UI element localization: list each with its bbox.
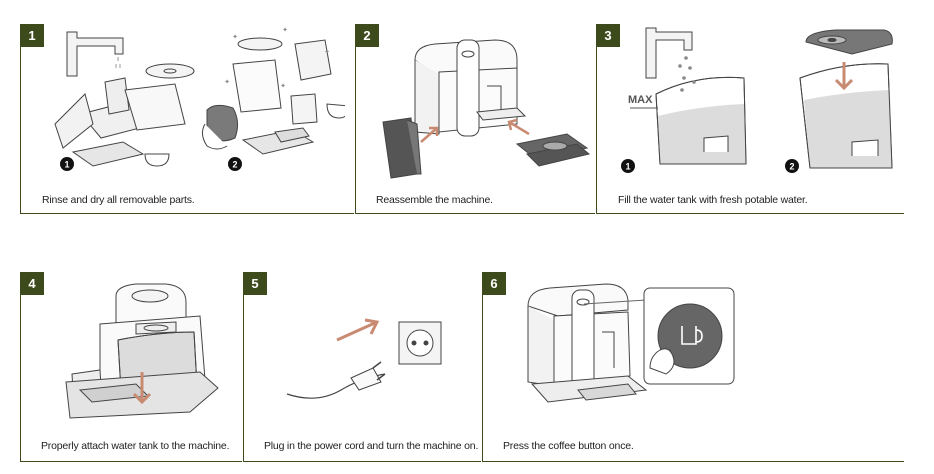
step-6-left-rule (482, 272, 483, 462)
step-5-number: 5 (243, 272, 267, 295)
step-1-bottom-rule (20, 213, 354, 214)
step-5-bottom-rule (243, 461, 481, 462)
step-3-left-rule (596, 24, 597, 214)
step-2-bottom-rule (355, 213, 595, 214)
step-2-illustration (382, 39, 591, 179)
step-1-sub-badge-2: 2 (232, 160, 237, 170)
step-3-number: 3 (596, 24, 620, 47)
step-5: 5 Plug in the power cord and turn the ma… (243, 272, 481, 462)
step-6-number: 6 (482, 272, 506, 295)
step-1-sub-badge-1: 1 (64, 160, 69, 170)
step-2-left-rule (355, 24, 356, 214)
step-1-illustration: ✦ ✦ ✦ ✦ ✦ 1 2 (54, 26, 345, 171)
step-3-bottom-rule (596, 213, 904, 214)
step-4-caption: Properly attach water tank to the machin… (41, 440, 230, 452)
step-4: 4 Properly attach water tank to the mach… (20, 272, 242, 462)
step-3-sub-badge-1: 1 (625, 162, 630, 172)
svg-text:✦: ✦ (324, 48, 330, 56)
step-6-caption: Press the coffee button once. (503, 440, 634, 452)
step-4-number: 4 (20, 272, 44, 295)
svg-text:✦: ✦ (282, 26, 288, 34)
step-2-number: 2 (355, 24, 379, 47)
step-5-caption: Plug in the power cord and turn the mach… (264, 440, 479, 452)
step-3-sub-badge-2: 2 (789, 162, 794, 172)
step-4-bottom-rule (20, 461, 242, 462)
step-1-caption: Rinse and dry all removable parts. (42, 194, 195, 206)
step-1-left-rule (20, 24, 21, 214)
svg-text:✦: ✦ (224, 78, 230, 86)
step-3-max-label: MAX (628, 94, 653, 106)
step-3-caption: Fill the water tank with fresh potable w… (618, 194, 808, 206)
step-5-illustration (286, 318, 442, 399)
step-4-illustration (65, 283, 219, 419)
step-1-number: 1 (20, 24, 44, 47)
step-3-illustration: MAX 1 2 (621, 27, 893, 173)
svg-text:✦: ✦ (280, 82, 286, 90)
step-3: 3 MAX 1 (596, 24, 904, 214)
step-2-caption: Reassemble the machine. (376, 194, 493, 206)
svg-text:✦: ✦ (232, 33, 238, 41)
step-4-left-rule (20, 272, 21, 462)
step-5-left-rule (243, 272, 244, 462)
step-6: 6 Press the coffee button once. (482, 272, 904, 462)
step-6-bottom-rule (482, 461, 904, 462)
step-6-illustration (527, 283, 735, 403)
step-1: 1 ✦ ✦ ✦ ✦ ✦ (20, 24, 354, 214)
step-2: 2 Reassemble the machine. (355, 24, 595, 214)
